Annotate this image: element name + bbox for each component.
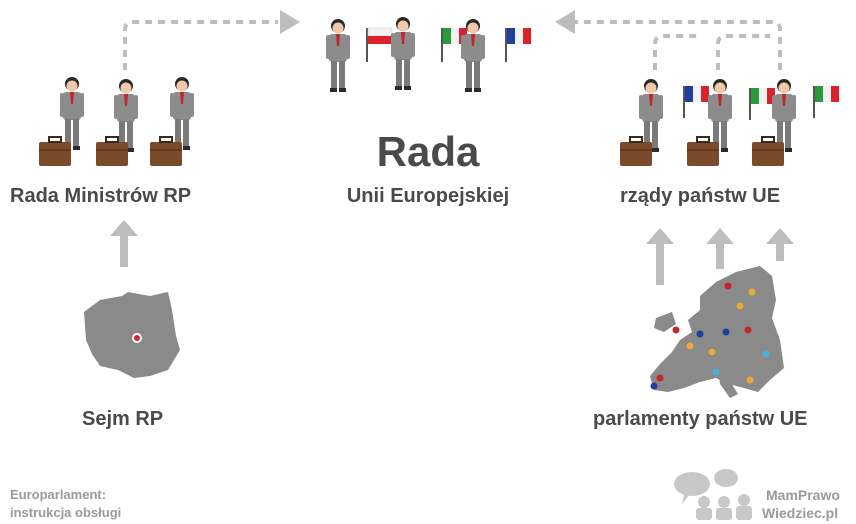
europe-map bbox=[650, 266, 784, 398]
council-title: Rada bbox=[376, 128, 480, 175]
council-figures bbox=[326, 17, 531, 92]
arrow-ministers-to-council bbox=[123, 10, 300, 70]
parliaments-label: parlamenty państw UE bbox=[593, 408, 808, 430]
arrows-parliaments-to-governments bbox=[646, 228, 794, 285]
brand-name-line2: Wiedziec.pl bbox=[762, 505, 839, 521]
ministers-label: Rada Ministrów RP bbox=[10, 185, 192, 207]
arrow-governments-to-council bbox=[555, 10, 782, 70]
brand-name-line1: MamPrawo bbox=[766, 487, 840, 503]
arrow-sejm-to-ministers bbox=[110, 220, 138, 267]
brand-logo-icon bbox=[674, 469, 752, 520]
sejm-label: Sejm RP bbox=[82, 408, 164, 430]
governments-label: rządy państw UE bbox=[620, 185, 781, 207]
series-title-line1: Europarlament: bbox=[10, 487, 107, 502]
poland-map bbox=[84, 292, 180, 378]
governments-figures bbox=[619, 79, 839, 167]
series-title-line2: instrukcja obsługi bbox=[10, 505, 122, 520]
council-subtitle: Unii Europejskiej bbox=[346, 185, 510, 207]
